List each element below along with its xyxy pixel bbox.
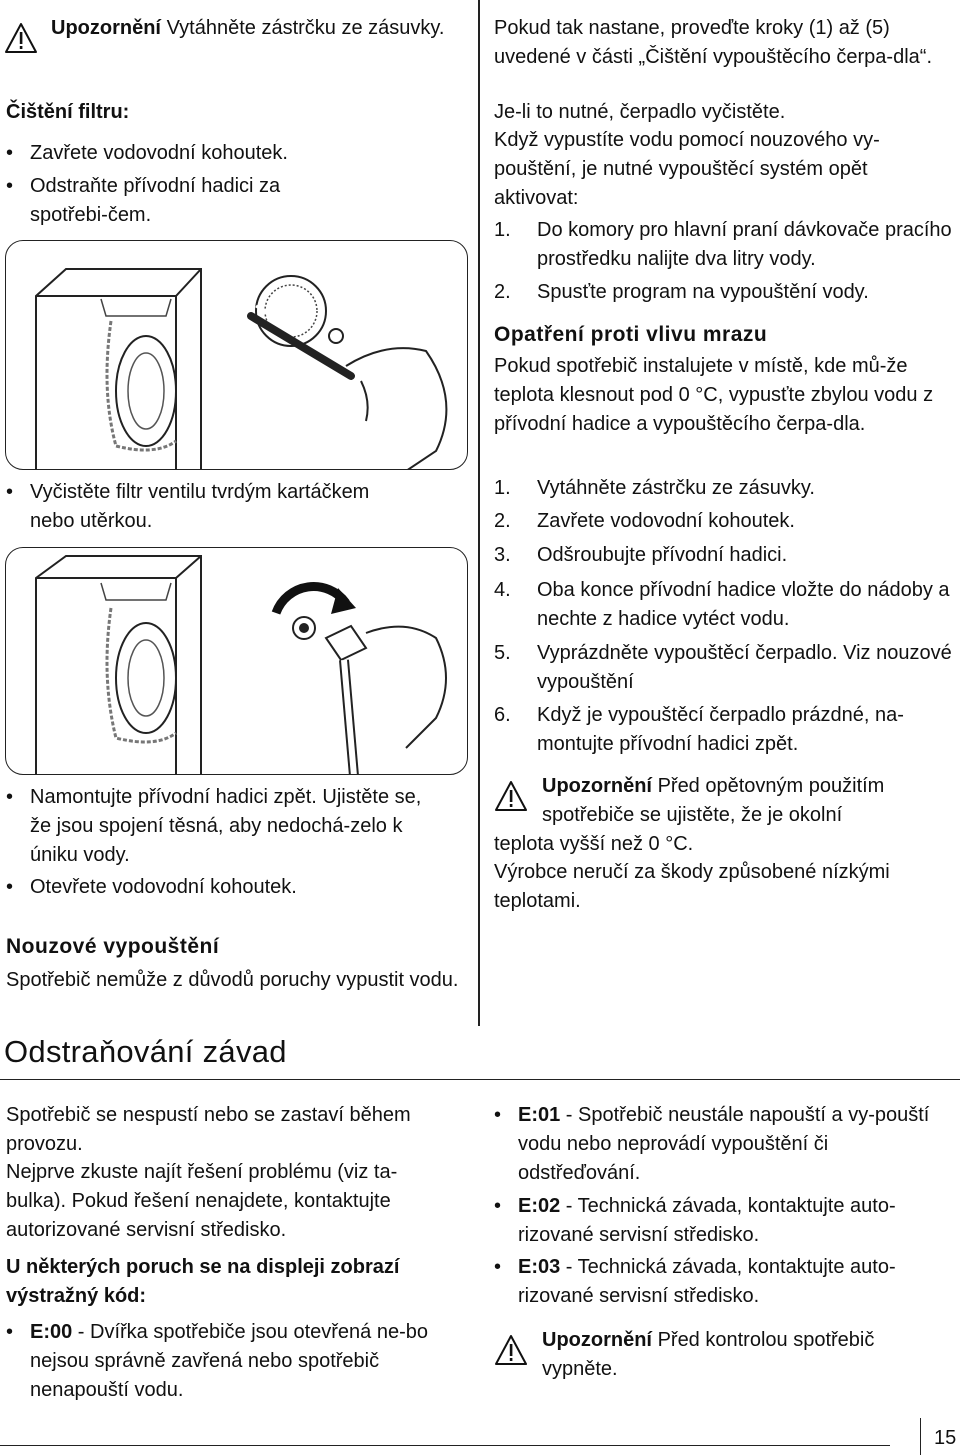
footer-divider	[0, 1445, 890, 1446]
footer-tick	[920, 1418, 921, 1455]
list-item: 2. Zavřete vodovodní kohoutek.	[494, 510, 795, 532]
column-divider	[478, 0, 480, 1026]
emergency-heading: Nouzové vypouštění	[6, 935, 220, 958]
list-item: 2. Spusťte program na vypouštění vody.	[494, 281, 869, 303]
warning-text: Před opětovným použitím	[657, 775, 885, 797]
frost-heading: Opatření proti vlivu mrazu	[494, 323, 768, 346]
frost-text: Pokud spotřebič instalujete v místě, kde…	[494, 355, 934, 435]
error-code: E:00	[30, 1321, 73, 1343]
pump-clean-note: Je-li to nutné, čerpadlo vyčistěte.	[494, 101, 786, 123]
list-item: • E:00 - Dvířka spotřebiče jsou otevřená…	[6, 1321, 428, 1401]
warning-text-line3: teplota vyšší než 0 °C.	[494, 833, 694, 855]
list-item: 1. Do komory pro hlavní praní dávkovače …	[494, 219, 952, 270]
warning-label: Upozornění	[542, 775, 652, 797]
list-item: 5. Vyprázdněte vypouštěcí čerpadlo. Viz …	[494, 642, 952, 693]
warning-text: Před kontrolou spotřebič vypněte.	[542, 1329, 875, 1380]
warning-note: Upozornění Před opětovným použitím	[542, 772, 956, 801]
warning-note: Upozornění Vytáhněte zástrčku ze zásuvky…	[51, 14, 451, 43]
warning-triangle-icon	[4, 22, 38, 54]
error-code-heading: U některých poruch se na displeji zobraz…	[6, 1256, 400, 1307]
pump-steps-intro: Pokud tak nastane, proveďte kroky (1) až…	[494, 17, 932, 68]
error-code: E:03	[518, 1256, 561, 1278]
list-item: • Vyčistěte filtr ventilu tvrdým kartáčk…	[6, 481, 370, 532]
list-item: 6. Když je vypouštěcí čerpadlo prázdné, …	[494, 704, 904, 755]
emergency-text: Spotřebič nemůže z důvodů poruchy vypust…	[6, 969, 459, 991]
list-item: • E:02 - Technická závada, kontaktujte a…	[494, 1195, 896, 1246]
list-item: • E:03 - Technická závada, kontaktujte a…	[494, 1256, 896, 1307]
error-code: E:02	[518, 1195, 561, 1217]
page-number: 15	[934, 1427, 957, 1449]
warning-text-line2: spotřebiče se ujistěte, že je okolní	[542, 804, 843, 826]
list-item: • Odstraňte přívodní hadici za spotřebi-…	[6, 175, 281, 226]
warning-text: Vytáhněte zástrčku ze zásuvky.	[166, 17, 445, 39]
list-item: • Namontujte přívodní hadici zpět. Ujist…	[6, 786, 422, 866]
warning-label: Upozornění	[542, 1329, 652, 1351]
reactivate-note: Když vypustíte vodu pomocí nouzového vy-…	[494, 129, 880, 209]
filter-heading: Čištění filtru:	[6, 101, 130, 123]
page-title: Odstraňování závad	[4, 1034, 287, 1069]
list-item: • Otevřete vodovodní kohoutek.	[6, 876, 297, 898]
list-item: 4. Oba konce přívodní hadice vložte do n…	[494, 579, 950, 630]
troubleshoot-advice: Nejprve zkuste najít řešení problému (vi…	[6, 1161, 398, 1241]
warning-note: Upozornění Před kontrolou spotřebič vypn…	[542, 1326, 942, 1384]
disclaimer: Výrobce neručí za škody způsobené nízkým…	[494, 861, 890, 912]
list-item: • E:01 - Spotřebič neustále napouští a v…	[494, 1104, 930, 1184]
warning-label: Upozornění	[51, 17, 161, 39]
list-item: 1. Vytáhněte zástrčku ze zásuvky.	[494, 477, 815, 499]
warning-triangle-icon	[494, 780, 528, 812]
filter-cleaning-illustration	[5, 240, 468, 470]
section-divider	[0, 1079, 960, 1080]
hose-mounting-illustration	[5, 547, 468, 775]
troubleshoot-intro: Spotřebič se nespustí nebo se zastaví bě…	[6, 1104, 411, 1155]
warning-triangle-icon	[494, 1334, 528, 1366]
error-code: E:01	[518, 1104, 561, 1126]
list-item: 3. Odšroubujte přívodní hadici.	[494, 544, 788, 566]
list-item: • Zavřete vodovodní kohoutek.	[6, 142, 288, 164]
